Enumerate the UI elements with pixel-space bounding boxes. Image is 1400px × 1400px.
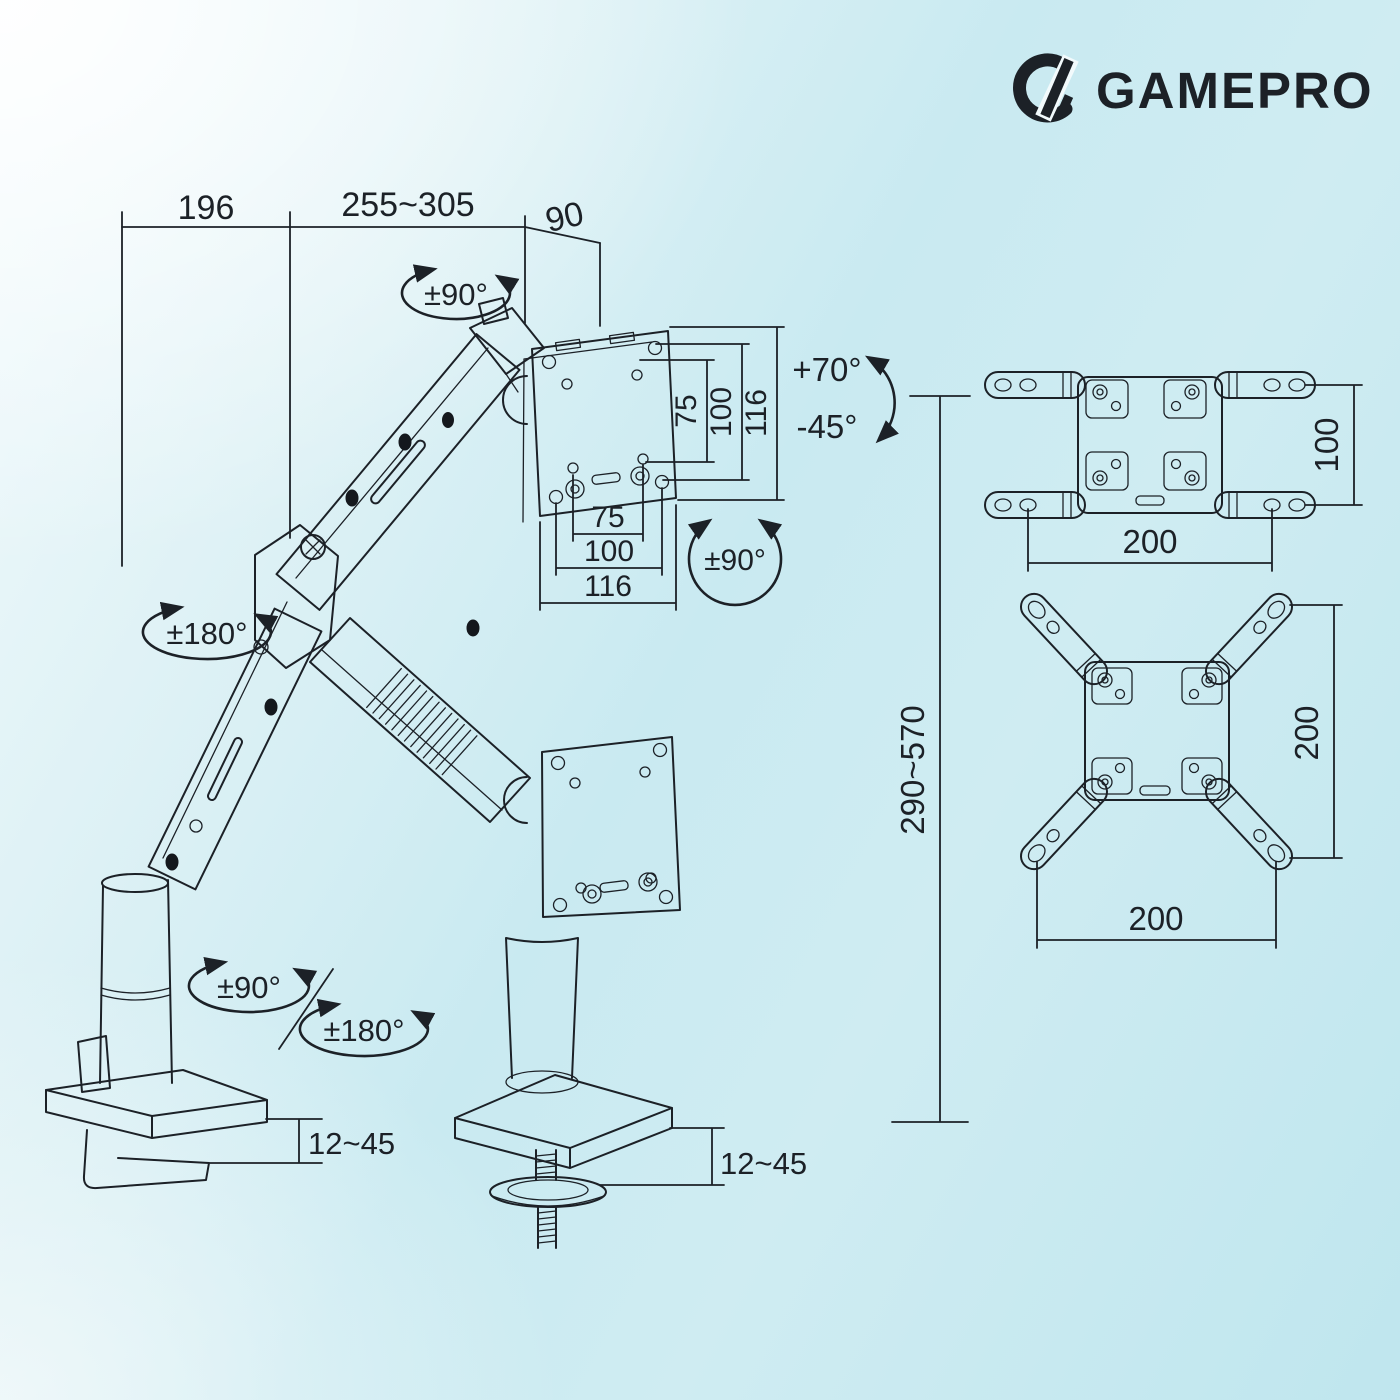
- arm-swivel-label: ±90°: [424, 277, 488, 312]
- dim-arm-reach-label: 255~305: [341, 186, 474, 224]
- pivot-pegs: [165, 412, 480, 871]
- clamp-dimension-center: 12~45: [599, 1127, 807, 1186]
- upper-arm-segment: [275, 333, 521, 611]
- dim-head-offset-label: 90: [542, 195, 587, 241]
- clamp-range-left-label: 12~45: [308, 1126, 395, 1161]
- dim-base-depth-label: 196: [178, 189, 235, 227]
- vesa-v-75-label: 75: [670, 394, 703, 427]
- vesa-h-100-label: 100: [584, 535, 634, 568]
- grommet-base: [454, 937, 673, 1249]
- lower-arm-segment: [147, 601, 323, 891]
- base-rotation-label: ±180°: [323, 1013, 404, 1048]
- base-swivel-label: ±90°: [217, 970, 281, 1005]
- vesa-v-100-label: 100: [705, 387, 738, 437]
- monitor-arm-drawing: [45, 297, 681, 1249]
- elbow-swivel-label: ±180°: [166, 616, 247, 651]
- adapter-x-width-label: 200: [1128, 900, 1183, 937]
- screen-rotation-annotation: ±90°: [687, 518, 783, 607]
- vesa-adapter-wide: 100 200: [984, 371, 1363, 572]
- top-dimensions: 196 255~305 90: [121, 186, 601, 567]
- tilt-annotation: +70° -45°: [792, 351, 899, 445]
- vesa-h-75-label: 75: [591, 501, 624, 534]
- vesa-dimensions-vertical: 75 100 116: [639, 326, 785, 501]
- vesa-plate-lower: [541, 736, 681, 918]
- height-dimension: 290~570: [891, 395, 971, 1123]
- vesa-h-116-label: 116: [584, 570, 632, 603]
- clamp-range-center-label: 12~45: [720, 1146, 807, 1181]
- adapter-wide-dimensions: 100 200: [1027, 384, 1363, 572]
- screen-rotation-label: ±90°: [704, 544, 766, 577]
- tilt-up-label: +70°: [792, 351, 861, 388]
- vesa-v-116-label: 116: [740, 389, 773, 437]
- vesa-plate-upper: [522, 330, 677, 523]
- desk-clamp-base: [45, 873, 268, 1190]
- arm-swivel-annotation: ±90°: [400, 264, 520, 321]
- gamepro-g-icon: [1013, 53, 1079, 123]
- height-range-label: 290~570: [894, 705, 931, 834]
- base-swivel-annotation: ±90° ±180°: [187, 956, 436, 1058]
- elbow-swivel-annotation: ±180°: [141, 601, 279, 661]
- vesa-dimensions-horizontal: 75 100 116: [539, 464, 677, 611]
- gas-spring-arm-segment: [309, 617, 531, 824]
- rotation-annotations: ±90° ±180° ±90° ±180° ±90° +70° -45°: [141, 264, 899, 1058]
- brand-logo: GAMEPRO: [1013, 53, 1374, 123]
- adapter-wide-width-label: 200: [1122, 523, 1177, 560]
- clamp-dimension-left: 12~45: [209, 1118, 395, 1164]
- brand-name: GAMEPRO: [1096, 62, 1374, 119]
- adapter-x-height-label: 200: [1288, 705, 1325, 760]
- elbow-joint: [253, 524, 339, 669]
- tilt-down-label: -45°: [797, 408, 858, 445]
- adapter-x-dimensions: 200 200: [1036, 604, 1343, 949]
- adapter-wide-height-label: 100: [1308, 417, 1345, 472]
- vesa-adapter-x: 200 200: [1019, 592, 1343, 949]
